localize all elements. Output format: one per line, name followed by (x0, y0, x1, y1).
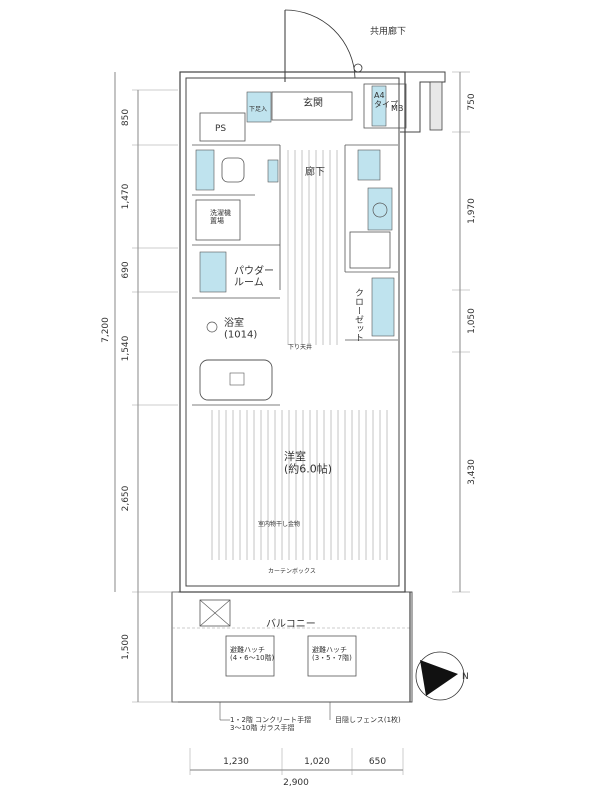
powder-room-label: パウダールーム (234, 264, 274, 289)
bottom-total-dim: 2,900 (283, 778, 309, 788)
curtain-rail-label: カーテンボックス (268, 567, 316, 575)
shoe-box (246, 91, 272, 123)
floor-boards (211, 150, 388, 560)
bottom-dimensions: 1,230 1,020 650 2,900 (189, 748, 404, 788)
evac-hatch-left-label: 避難ハッチ(4・6〜10階) (230, 645, 275, 662)
bottom-dim-1: 1,020 (304, 757, 330, 767)
right-dim-1: 1,970 (467, 198, 477, 224)
left-dim-0: 850 (121, 109, 131, 126)
ps-box (199, 112, 246, 142)
balcony-label: バルコニー (266, 618, 316, 630)
washer-label: 洗濯機置場 (210, 208, 231, 225)
corridor-label: 共用廊下 (370, 25, 406, 37)
evac-hatch-right (307, 635, 357, 677)
toilet-fixture (195, 149, 279, 191)
evac-hatch-right-label: 避難ハッチ(3・5・7階) (312, 645, 352, 662)
handrail-label: 室内物干し金物 (258, 520, 300, 528)
washer-area (195, 199, 241, 241)
hallway-label: 廊下 (305, 165, 325, 178)
left-total-dim: 7,200 (101, 317, 111, 343)
balcony (171, 591, 413, 703)
entrance-area (271, 91, 353, 121)
bath-label: 浴室(1014) (224, 316, 257, 341)
right-dim-2: 1,050 (467, 308, 477, 334)
powder-vanity (199, 251, 227, 293)
legend-leaders (219, 702, 331, 721)
right-dim-3: 3,430 (467, 459, 477, 485)
closet-label: クローゼット (353, 288, 364, 342)
outer-walls (179, 71, 446, 593)
kitchen-fixture (349, 149, 393, 269)
ps-label: PS (215, 124, 226, 134)
mb-label: MB (391, 104, 403, 113)
living-room-label: 洋室(約6.0帖) (284, 449, 332, 476)
compass-icon (415, 651, 465, 701)
left-dim-2: 690 (121, 261, 131, 278)
compass-label: N (462, 672, 469, 682)
entrance-label: 玄関 (303, 96, 323, 109)
legend-railing-right: 目隠しフェンス(1枚) (335, 715, 401, 724)
partitions (192, 144, 398, 406)
entrance-door (284, 9, 363, 82)
right-dimensions: 750 1,970 1,050 3,430 (452, 71, 477, 593)
evac-hatch-left (225, 635, 275, 677)
shoe-box-label: 下足入 (249, 106, 267, 113)
bottom-dim-0: 1,230 (223, 757, 249, 767)
right-dim-0: 750 (467, 93, 477, 110)
left-dim-5: 1,500 (121, 634, 131, 660)
left-dimensions: 850 1,470 690 1,540 2,650 1,500 7,200 (101, 72, 178, 703)
bottom-dim-2: 650 (369, 757, 386, 767)
mb-fixture (371, 85, 387, 127)
left-dim-4: 2,650 (121, 485, 131, 511)
left-dim-1: 1,470 (121, 183, 131, 209)
ceiling-low-label: 下り天井 (288, 343, 312, 351)
left-dim-3: 1,540 (121, 335, 131, 361)
bath-fixture (199, 321, 273, 401)
closet-fixture (371, 277, 395, 337)
